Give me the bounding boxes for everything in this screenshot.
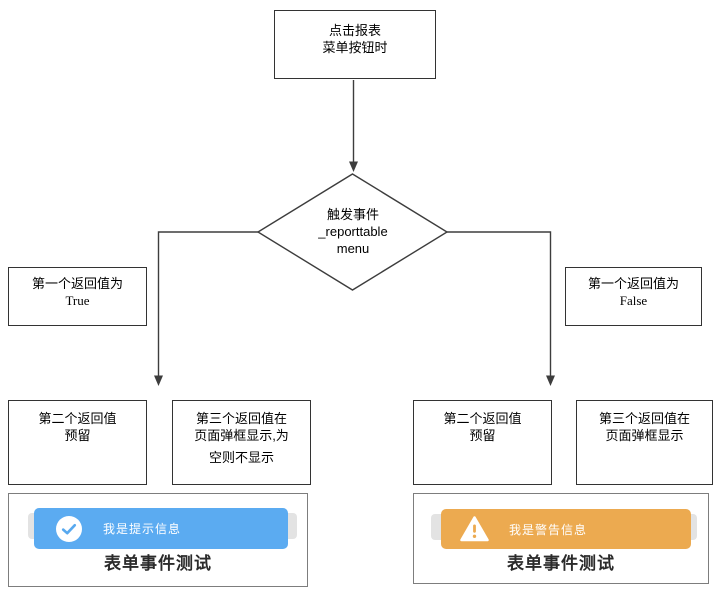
flow-box-branch-true: 第一个返回值为 True <box>8 267 147 326</box>
decision-diamond-shape <box>256 173 449 291</box>
false-return3-line2: 页面弹框显示 <box>605 428 684 443</box>
branch-true-line1: 第一个返回值为 <box>31 276 123 291</box>
warning-preview-title: 表单事件测试 <box>507 554 615 573</box>
flow-box-true-return2: 第二个返回值 预留 <box>8 400 147 485</box>
arrowhead-down-3 <box>546 375 555 386</box>
true-return3-line1: 第三个返回值在 <box>195 411 287 426</box>
warning-toast-text: 我是警告信息 <box>509 522 588 537</box>
check-circle-icon <box>56 515 82 542</box>
arrow-decision-to-false-branch <box>447 231 552 377</box>
info-toast-text: 我是提示信息 <box>103 522 182 536</box>
false-return2-line1: 第二个返回值 <box>443 411 522 426</box>
false-return3-line1: 第三个返回值在 <box>598 411 690 426</box>
branch-true-line2: True <box>65 293 90 308</box>
false-return2-line2: 预留 <box>469 428 496 443</box>
info-toast: 我是提示信息 <box>34 508 288 549</box>
flow-box-false-return2: 第二个返回值 预留 <box>413 400 552 485</box>
warning-preview-panel: 我是警告信息 表单事件测试 <box>413 493 709 584</box>
flow-box-start: 点击报表 菜单按钮时 <box>274 10 436 79</box>
true-return3-line3: 空则不显示 <box>208 450 274 465</box>
true-return2-line2: 预留 <box>64 428 91 443</box>
arrow-decision-to-true-branch <box>157 231 258 377</box>
arrowhead-down-2 <box>154 375 163 386</box>
info-preview-title: 表单事件测试 <box>104 554 212 573</box>
branch-false-line2: False <box>619 293 648 308</box>
info-preview-panel: 我是提示信息 表单事件测试 <box>8 493 308 587</box>
flow-box-start-line2: 菜单按钮时 <box>322 40 388 55</box>
arrowhead-down-1 <box>349 161 358 172</box>
true-return2-line1: 第二个返回值 <box>38 411 117 426</box>
flow-box-branch-false: 第一个返回值为 False <box>565 267 702 326</box>
decision-line2: _reporttable <box>318 224 388 239</box>
flow-box-false-return3: 第三个返回值在 页面弹框显示 <box>576 400 713 485</box>
flow-box-start-line1: 点击报表 <box>328 23 381 38</box>
branch-false-line1: 第一个返回值为 <box>587 276 679 291</box>
true-return3-line2: 页面弹框显示,为 <box>194 428 289 443</box>
warning-toast: 我是警告信息 <box>441 509 691 549</box>
decision-diamond-label: 触发事件 _reporttable menu <box>282 206 424 257</box>
flow-box-true-return3: 第三个返回值在 页面弹框显示,为 空则不显示 <box>172 400 311 485</box>
decision-line3: menu <box>336 241 370 256</box>
decision-line1: 触发事件 <box>326 207 379 222</box>
warning-triangle-icon <box>460 516 489 542</box>
